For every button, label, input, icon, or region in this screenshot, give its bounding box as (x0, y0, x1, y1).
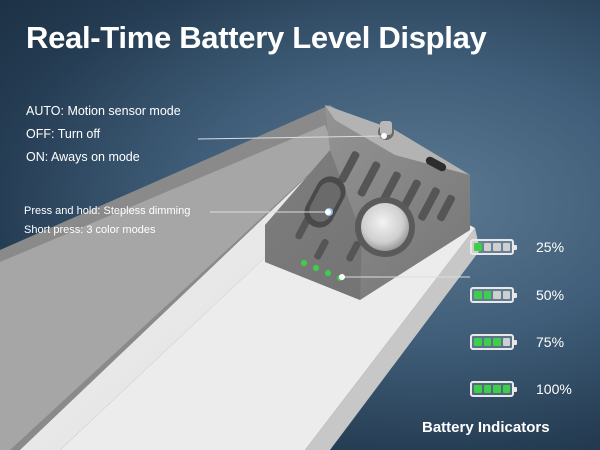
battery-row-75: 75% (470, 331, 564, 353)
battery-row-25: 25% (470, 236, 564, 258)
battery-label: 75% (536, 334, 565, 350)
battery-icon (470, 287, 517, 303)
usb-port (425, 156, 447, 172)
mode-auto-text: AUTO: Motion sensor mode (26, 104, 181, 118)
mode-callout-line (197, 135, 385, 140)
short-press-text: Short press: 3 color modes (24, 224, 156, 236)
battery-icon (470, 381, 517, 397)
mode-on-text: ON: Aways on mode (26, 150, 140, 164)
battery-row-50: 50% (470, 284, 564, 306)
battery-label: 25% (536, 239, 565, 255)
battery-label: 50% (536, 287, 565, 303)
battery-icon (470, 239, 517, 255)
mode-descriptions: AUTO: Motion sensor mode OFF: Turn off O… (26, 100, 181, 169)
battery-label: 100% (536, 381, 572, 397)
page-title: Real-Time Battery Level Display (26, 20, 487, 55)
battery-indicators-caption: Battery Indicators (422, 419, 550, 436)
battery-icon (470, 334, 517, 350)
mode-off-text: OFF: Turn off (26, 127, 101, 141)
press-hold-text: Press and hold: Stepless dimming (24, 205, 191, 217)
battery-row-100: 100% (470, 378, 572, 400)
button-descriptions: Press and hold: Stepless dimming Short p… (24, 202, 190, 240)
motion-sensor-lens (355, 197, 415, 257)
